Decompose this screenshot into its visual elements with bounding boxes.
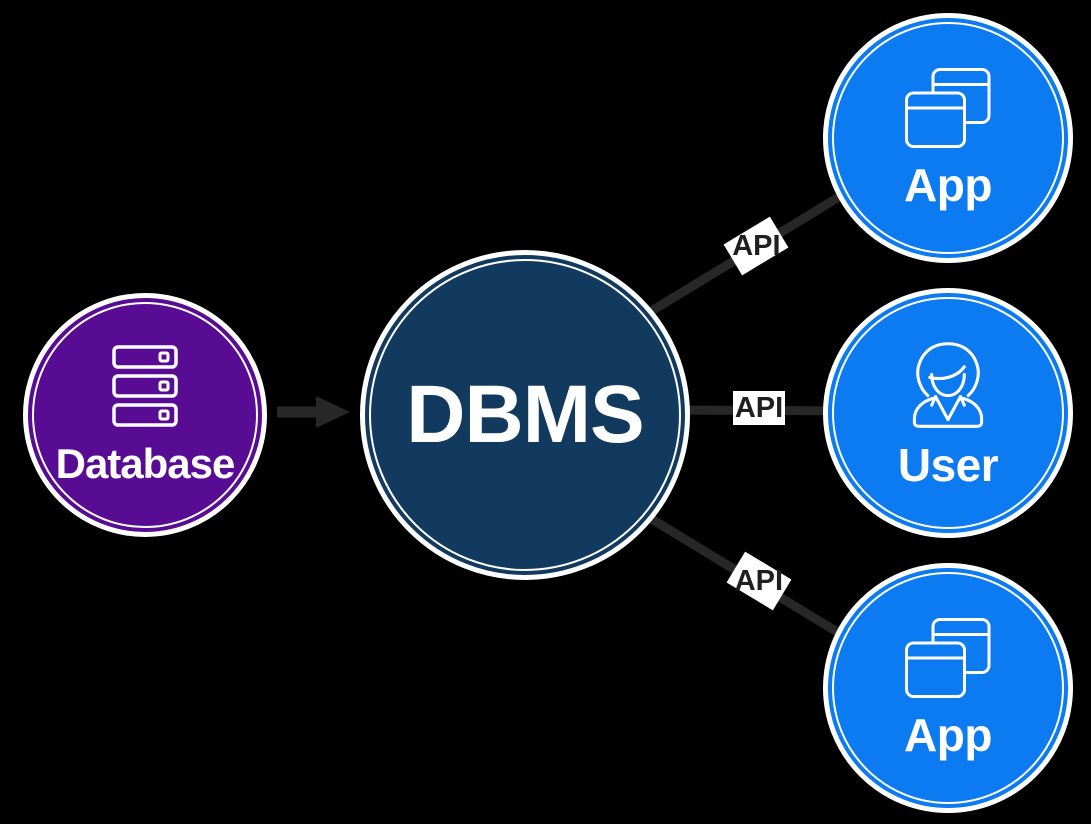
node-dbms-label: DBMS xyxy=(406,369,644,460)
node-user-label: User xyxy=(897,439,999,491)
api-badge-bottom-label: API xyxy=(734,564,784,597)
api-badge-middle-label: API xyxy=(734,391,784,424)
arrow-database-to-dbms xyxy=(277,396,350,428)
node-dbms: DBMS xyxy=(360,250,690,580)
node-app-top-label: App xyxy=(904,159,992,211)
api-badge-top-label: API xyxy=(731,229,781,262)
node-app-top: App xyxy=(823,13,1073,263)
node-user: User xyxy=(823,288,1073,538)
person-icon xyxy=(912,342,984,428)
node-database: Database xyxy=(23,293,267,537)
arrow-head xyxy=(316,396,350,428)
api-badge-middle: API xyxy=(733,391,785,425)
node-app-bottom-label: App xyxy=(904,709,992,761)
node-database-label: Database xyxy=(55,440,236,487)
server-stack-icon xyxy=(112,345,178,427)
app-windows-icon xyxy=(905,618,991,698)
app-windows-icon xyxy=(905,68,991,148)
node-app-bottom: App xyxy=(823,563,1073,813)
